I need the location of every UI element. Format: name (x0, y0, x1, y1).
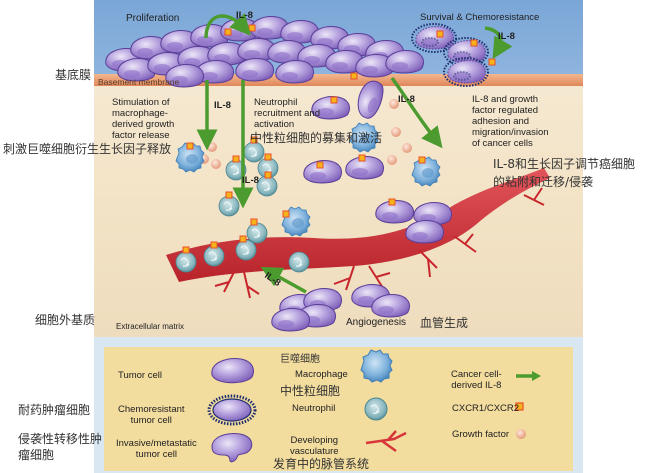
legend-chemoresistant-line: tumor cell (130, 415, 172, 426)
adhesion-process-line: factor regulated (472, 105, 539, 116)
macrophage-process-label: Stimulation of macrophage- derived growt… (112, 97, 174, 141)
cn-angiogenesis: 血管生成 (420, 316, 469, 330)
cn-invasive-line1: 侵袭性转移性肿 (18, 432, 103, 446)
cn-vasculature: 发育中的脉管系统 (273, 457, 370, 471)
legend-vasculature-line: vasculature (290, 446, 339, 457)
neutrophil-process-line: recruitment and (254, 108, 321, 119)
tumor-cell-icon (211, 358, 255, 384)
il8-label-proliferation: IL-8 (236, 10, 253, 21)
extracellular-matrix-label: Extracellular matrix (116, 322, 185, 331)
neutrophil-icon (364, 397, 388, 421)
il8-label-adhesion: IL-8 (398, 94, 415, 105)
figure-artwork (105, 13, 550, 332)
il8-arrows (196, 13, 513, 294)
adhesion-process-label: IL-8 and growth factor regulated adhesio… (472, 94, 549, 149)
vasculature-icon (365, 430, 407, 453)
legend-panel: Tumor cell Chemoresistant tumor cell Inv… (104, 347, 573, 471)
legend-icons (207, 349, 541, 463)
adhesion-process-line: adhesion and (472, 116, 530, 127)
cn-neutrophil-recruitment: 中性粒细胞的募集和激活 (250, 131, 383, 145)
legend-il8-line: derived IL-8 (451, 380, 502, 391)
cn-chemoresistant: 耐药肿瘤细胞 (18, 403, 91, 417)
basement-membrane-label: Basement membrane (98, 77, 180, 87)
legend-chemoresistant: Chemoresistant tumor cell (118, 404, 185, 426)
cn-macrophage-release: 刺激巨噬细胞衍生生长因子释放 (3, 142, 172, 156)
neutrophil-process-line: Neutrophil (254, 97, 298, 108)
legend-growth-factor: Growth factor (452, 429, 510, 440)
legend-neutrophil: Neutrophil (292, 403, 336, 414)
legend-invasive-line: Invasive/metastatic (116, 438, 197, 449)
cn-legend-neutrophil: 中性粒细胞 (280, 384, 341, 398)
legend-tumor-cell: Tumor cell (118, 370, 162, 381)
legend-il8: Cancer cell- derived IL-8 (451, 369, 502, 391)
legend-vasculature-line: Developing (290, 435, 339, 446)
survival-label: Survival & Chemoresistance (420, 12, 540, 23)
il8-label-neutrophil: IL-8 (242, 175, 259, 186)
legend-receptor: CXCR1/CXCR2 (452, 403, 520, 414)
adhesion-process-line: of cancer cells (472, 138, 533, 149)
chemoresistant-cells (411, 23, 489, 87)
neutrophil-process-line: activation (254, 119, 295, 130)
il8-label-survival: IL-8 (498, 31, 515, 42)
macrophage-process-line: Stimulation of (112, 97, 170, 108)
legend-invasive-line: tumor cell (135, 449, 177, 460)
invasive-cell-icon (211, 433, 253, 463)
chemoresistant-cell-icon (207, 394, 257, 426)
tumor-microenvironment-figure: Proliferation IL-8 Survival & Chemoresis… (94, 0, 583, 340)
macrophage-process-line: macrophage- (112, 108, 168, 119)
cn-adhesion-line1: IL-8和生长因子调节癌细胞 (493, 157, 635, 171)
cn-invasive-line2: 瘤细胞 (18, 448, 55, 462)
adhesion-process-line: migration/invasion (472, 127, 549, 138)
cn-legend-macrophage: 巨噬细胞 (280, 354, 320, 365)
macrophage-icon (360, 349, 393, 383)
proliferation-label: Proliferation (126, 13, 180, 24)
growth-factor-icon (516, 429, 526, 439)
legend-vasculature: Developing vasculature (290, 435, 339, 457)
neutrophil-process-label: Neutrophil recruitment and activation (254, 97, 320, 130)
cn-extracellular-matrix: 细胞外基质 (35, 313, 96, 327)
angiogenesis-label: Angiogenesis (346, 317, 407, 328)
cn-adhesion-line2: 的粘附和迁移/侵袭 (493, 175, 594, 189)
legend-il8-line: Cancer cell- (451, 369, 502, 380)
legend-chemoresistant-line: Chemoresistant (118, 404, 185, 415)
cn-basement-membrane: 基底膜 (55, 68, 92, 82)
legend-invasive: Invasive/metastatic tumor cell (116, 438, 197, 460)
il8-label-macrophage: IL-8 (214, 100, 231, 111)
blood-vessel (166, 168, 550, 299)
receptor-icon (515, 402, 524, 411)
macrophage-process-line: factor release (112, 130, 170, 141)
macrophage-process-line: derived growth (112, 119, 175, 130)
adhesion-process-line: IL-8 and growth (472, 94, 539, 105)
legend-macrophage: Macrophage (295, 369, 348, 380)
il8-arrow-icon (516, 371, 541, 381)
